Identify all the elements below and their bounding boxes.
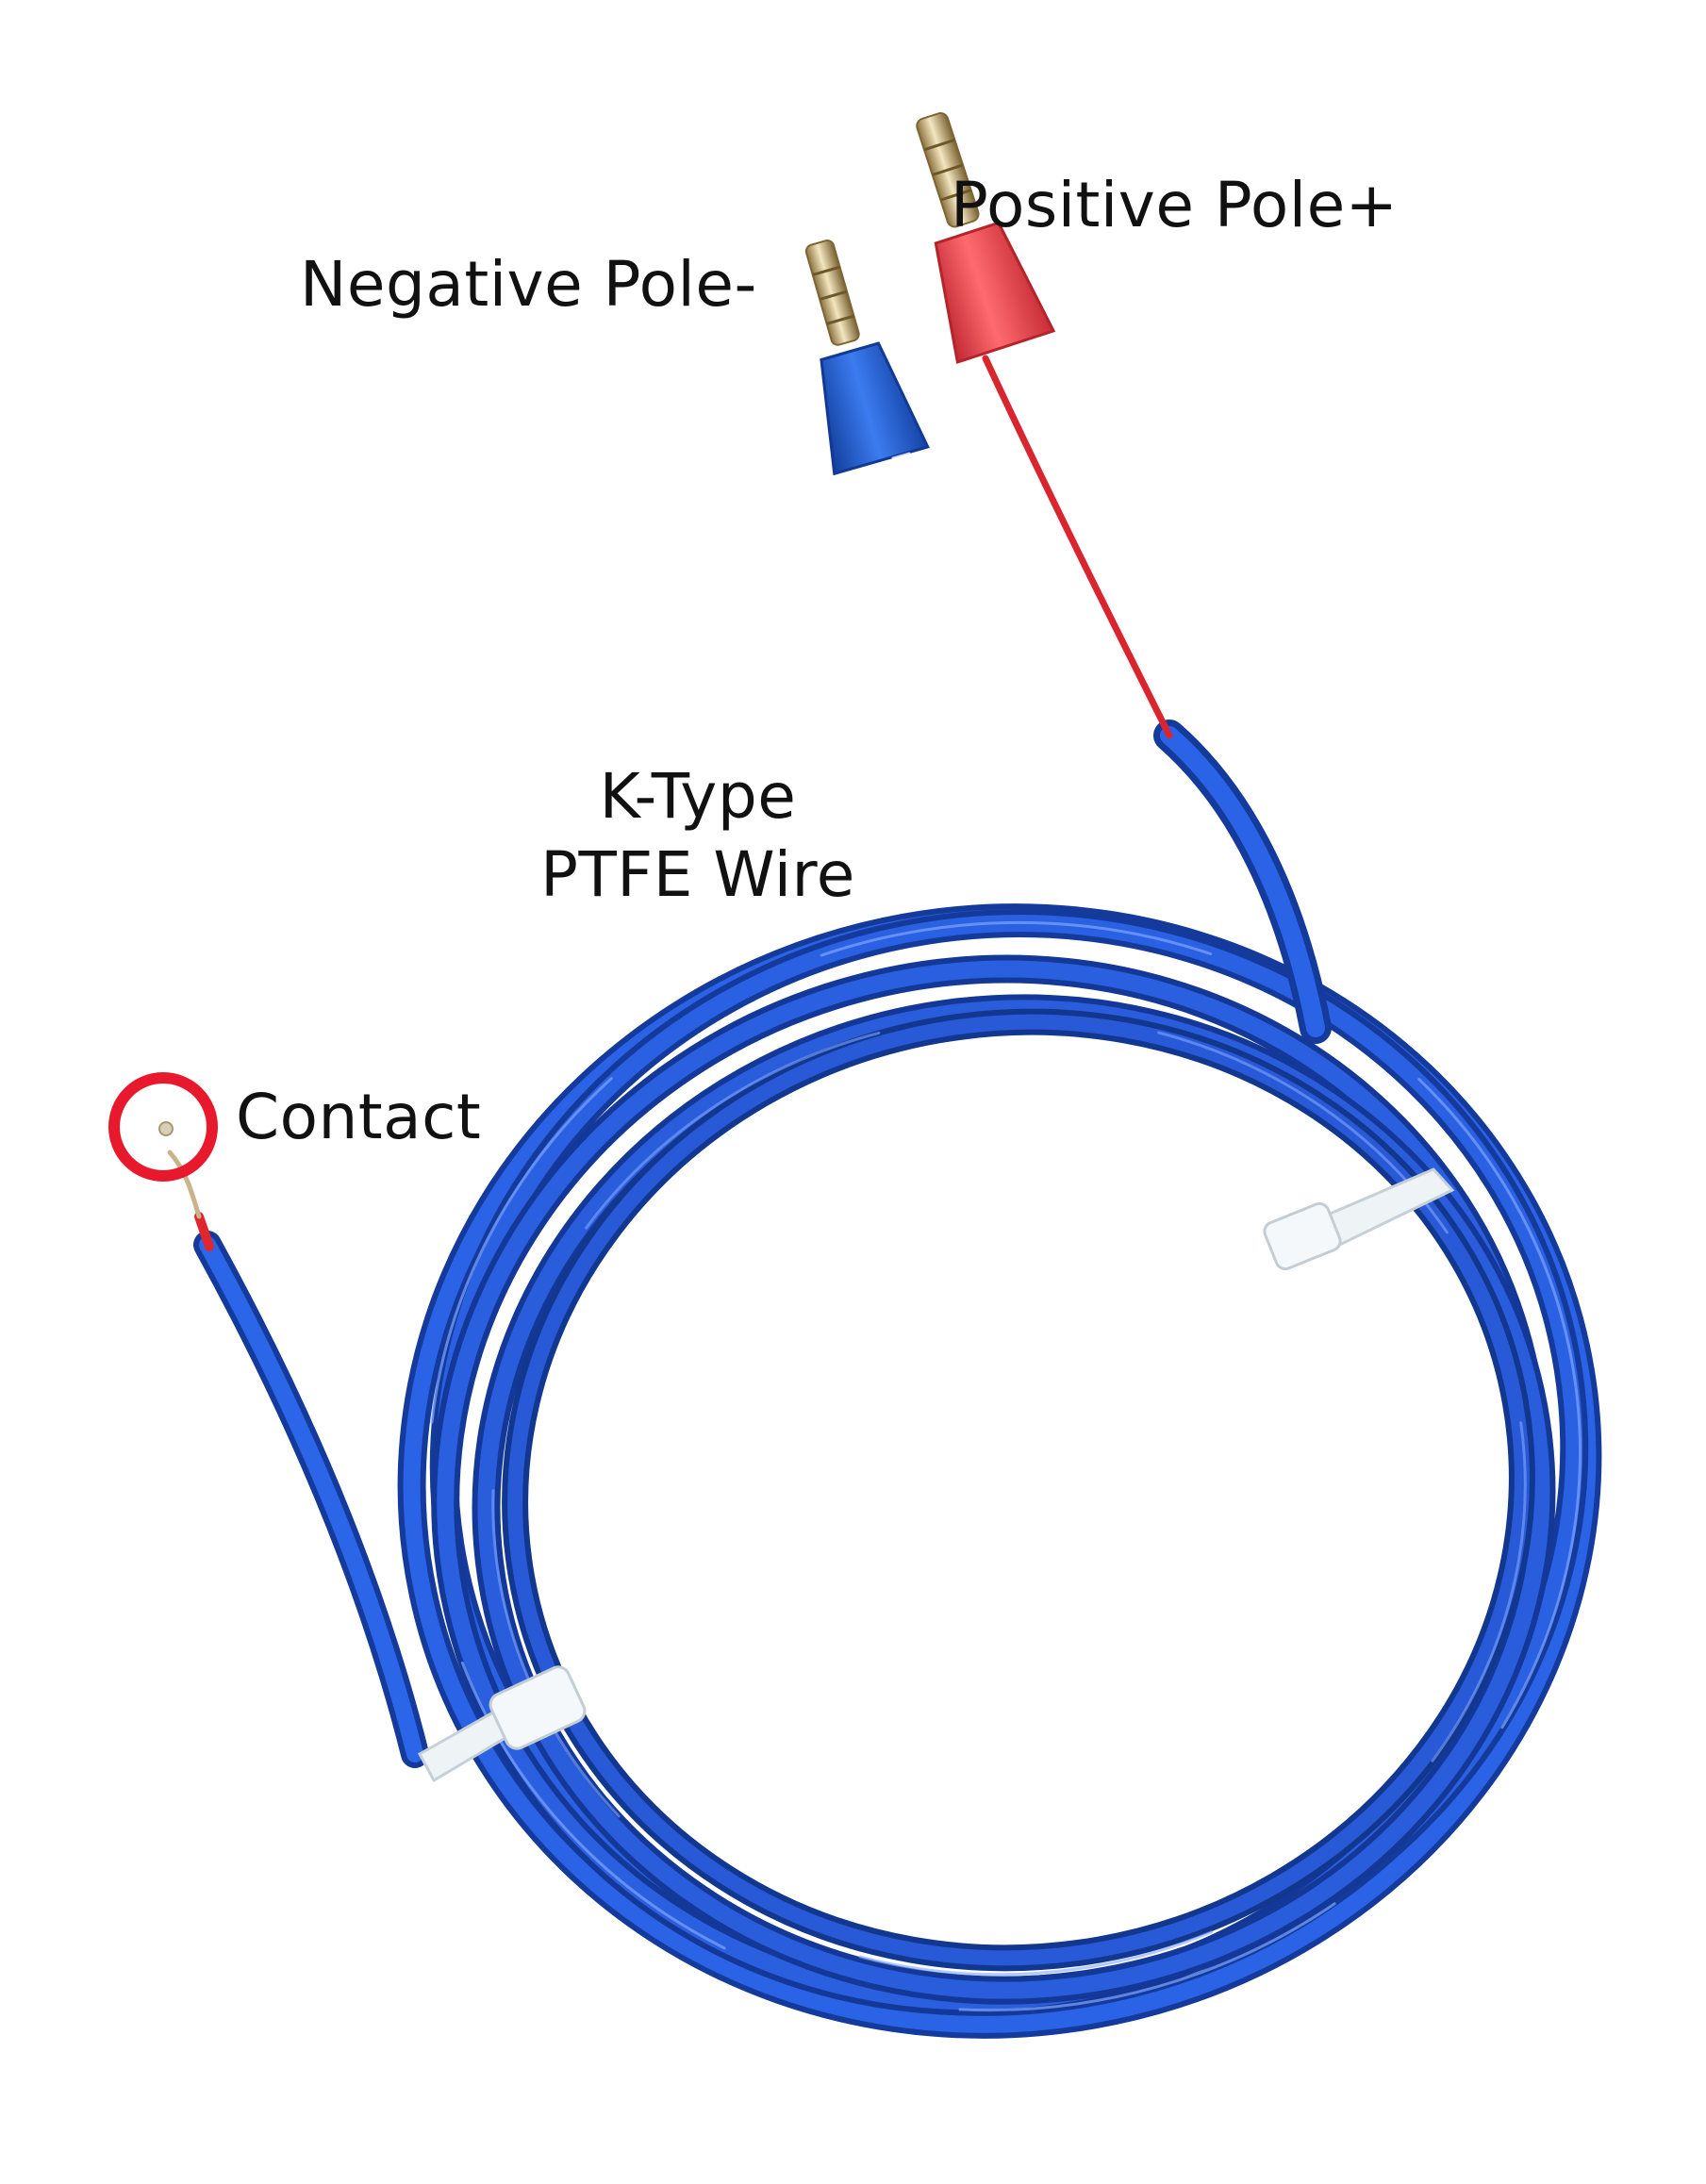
red-banana-plug-icon (916, 111, 1056, 364)
cable-tie-icon (417, 1665, 587, 1783)
contact-label: Contact (236, 1081, 482, 1153)
cable-lead-contact (193, 1231, 429, 1768)
cable-coil (397, 903, 1602, 2039)
contact-bead (158, 1121, 174, 1136)
red-circle-highlight-icon (108, 1072, 218, 1182)
wire-type-line2: PTFE Wire (540, 837, 855, 911)
negative-pole-label: Negative Pole- (300, 248, 757, 321)
cable-lead-top (1153, 720, 1332, 1044)
cable-tie-icon (1263, 1167, 1455, 1271)
positive-pole-label: Positive Pole+ (951, 169, 1399, 241)
wire-type-label: K-Type PTFE Wire (490, 758, 905, 914)
wire-type-line1: K-Type (599, 760, 797, 833)
red-wire (982, 355, 1173, 739)
blue-banana-plug-icon (804, 240, 930, 476)
contact-bare-wire (167, 1150, 202, 1219)
contact-red-wire (194, 1212, 214, 1251)
